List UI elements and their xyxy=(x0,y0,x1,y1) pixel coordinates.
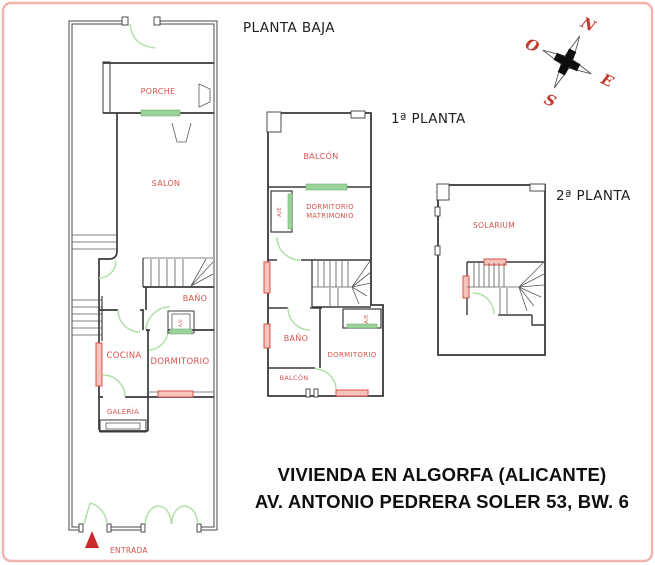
porch-window xyxy=(140,109,181,117)
entrance-arrow-icon xyxy=(85,531,99,548)
compass-east-label: E xyxy=(597,69,617,91)
second-stair-fan xyxy=(518,262,545,312)
compass-north-label: N xyxy=(577,13,599,36)
bedroom-window xyxy=(157,390,194,398)
footer-line2: AV. ANTONIO PEDRERA SOLER 53, BW. 6 xyxy=(255,491,629,512)
room-label-dormitorio: DORMITORIO xyxy=(151,357,210,367)
floor-title-planta-baja: PLANTA BAJA xyxy=(243,20,335,36)
room-label-ae: A/E xyxy=(277,207,283,217)
room-label-porche: PORCHE xyxy=(141,87,176,96)
first-stair-fan xyxy=(351,260,372,305)
second-floor-plan: SOLARIUM xyxy=(434,183,546,356)
first-bedroom-window xyxy=(335,389,369,397)
room-label-ae: A/E xyxy=(178,319,184,327)
compass-west-label: O xyxy=(522,35,542,57)
ground-floor-plan: PORCHE SALÓN BAÑO A/E COCINA DORMITORIO … xyxy=(68,16,218,555)
compass-south-label: S xyxy=(541,90,559,111)
balcony-window xyxy=(305,183,348,191)
room-label-dormitorio-matrimonio: DORMITORIO xyxy=(306,203,354,211)
gate-door-arc xyxy=(129,23,156,49)
room-label-balcon-posterior: BALCÓN xyxy=(280,373,309,382)
compass-rose: N E S O xyxy=(522,13,616,111)
room-label-entrada: ENTRADA xyxy=(110,546,148,555)
room-label-ae2: A/E xyxy=(364,314,370,323)
ground-stair-fan xyxy=(190,258,214,287)
room-label-balcon: BALCÓN xyxy=(303,150,338,161)
first-floor-plan: BALCÓN A/E DORMITORIO MATRIMONIO BAÑO A/… xyxy=(263,110,384,398)
floor-title-1-planta: 1ª PLANTA xyxy=(391,111,466,127)
room-label-solarium: SOLARIUM xyxy=(473,221,515,230)
compass-cross-icon xyxy=(553,48,581,76)
room-label-bano: BAÑO xyxy=(183,293,207,303)
patio-double-door-arc xyxy=(144,505,199,525)
stairwell-window xyxy=(483,258,507,266)
room-label-cocina: COCINA xyxy=(106,351,141,361)
entrance-door-arc xyxy=(83,502,108,525)
room-label-bano: BAÑO xyxy=(284,333,308,343)
room-label-dormitorio: DORMITORIO xyxy=(327,351,376,359)
kitchen-window xyxy=(95,342,103,387)
room-label-salon: SALÓN xyxy=(152,177,181,188)
footer-line1: VIVIENDA EN ALGORFA (ALICANTE) xyxy=(278,464,607,485)
room-label-galeria: GALERÍA xyxy=(107,407,139,416)
floor-title-2-planta: 2ª PLANTA xyxy=(556,188,631,204)
room-label-dormitorio-matrimonio2: MATRIMONIO xyxy=(306,212,354,220)
